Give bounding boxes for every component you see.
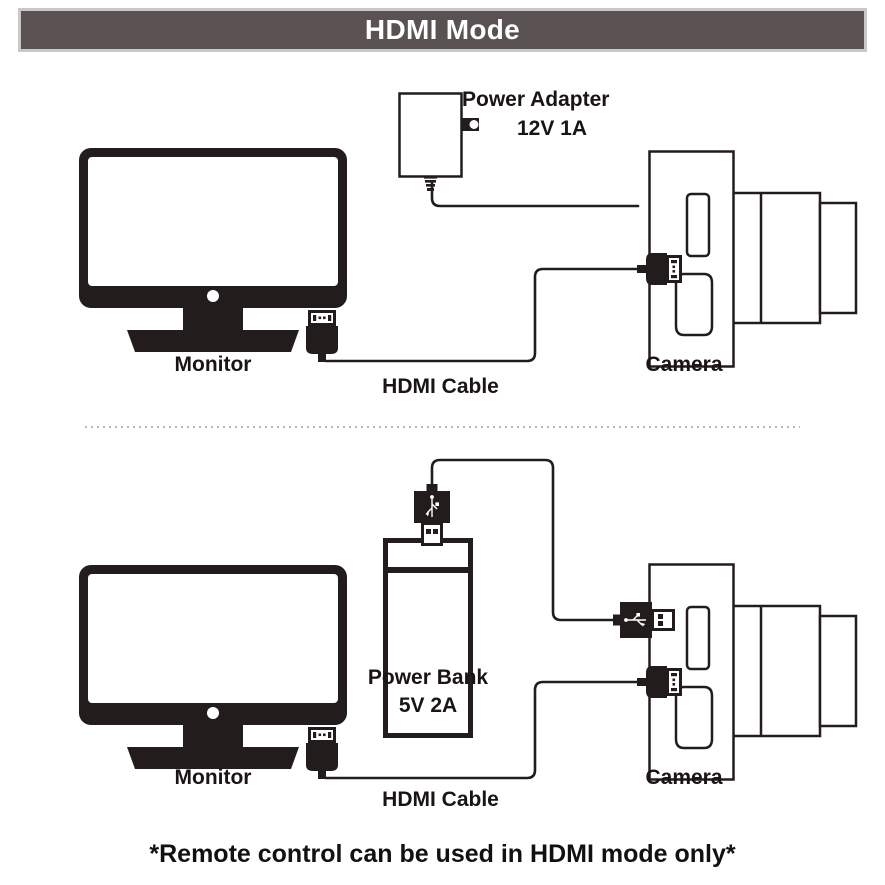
usb-connector-powerbank bbox=[412, 482, 452, 546]
monitor-label-bottom: Monitor bbox=[174, 766, 252, 789]
monitor-label-top: Monitor bbox=[174, 353, 252, 376]
camera-label-bottom: Camera bbox=[645, 766, 723, 789]
footnote-text: *Remote control can be used in HDMI mode… bbox=[149, 840, 736, 868]
power-cable-top bbox=[430, 180, 640, 208]
section-hdmi-with-power-adapter bbox=[79, 92, 858, 368]
power-bank-label-line1: Power Bank bbox=[367, 666, 489, 689]
hdmi-connector-camera-bottom bbox=[635, 664, 682, 700]
monitor-top bbox=[79, 148, 347, 352]
usb-cable bbox=[430, 458, 615, 622]
hdmi-cable-top bbox=[324, 267, 639, 363]
power-adapter-label-line1: Power Adapter bbox=[462, 88, 610, 111]
section-hdmi-with-power-bank bbox=[79, 458, 858, 781]
hdmi-cable-label-top: HDMI Cable bbox=[382, 375, 499, 398]
monitor-bottom bbox=[79, 565, 347, 769]
header-bar: HDMI Mode bbox=[18, 8, 867, 52]
camera-label-top: Camera bbox=[645, 353, 723, 376]
page-title: HDMI Mode bbox=[364, 14, 521, 45]
power-adapter-label-line2: 12V 1A bbox=[516, 117, 588, 140]
hdmi-cable-bottom bbox=[324, 680, 639, 780]
power-bank-label-line2: 5V 2A bbox=[398, 694, 458, 717]
hdmi-connector-camera-top bbox=[635, 251, 682, 287]
hdmi-cable-label-bottom: HDMI Cable bbox=[382, 788, 499, 811]
